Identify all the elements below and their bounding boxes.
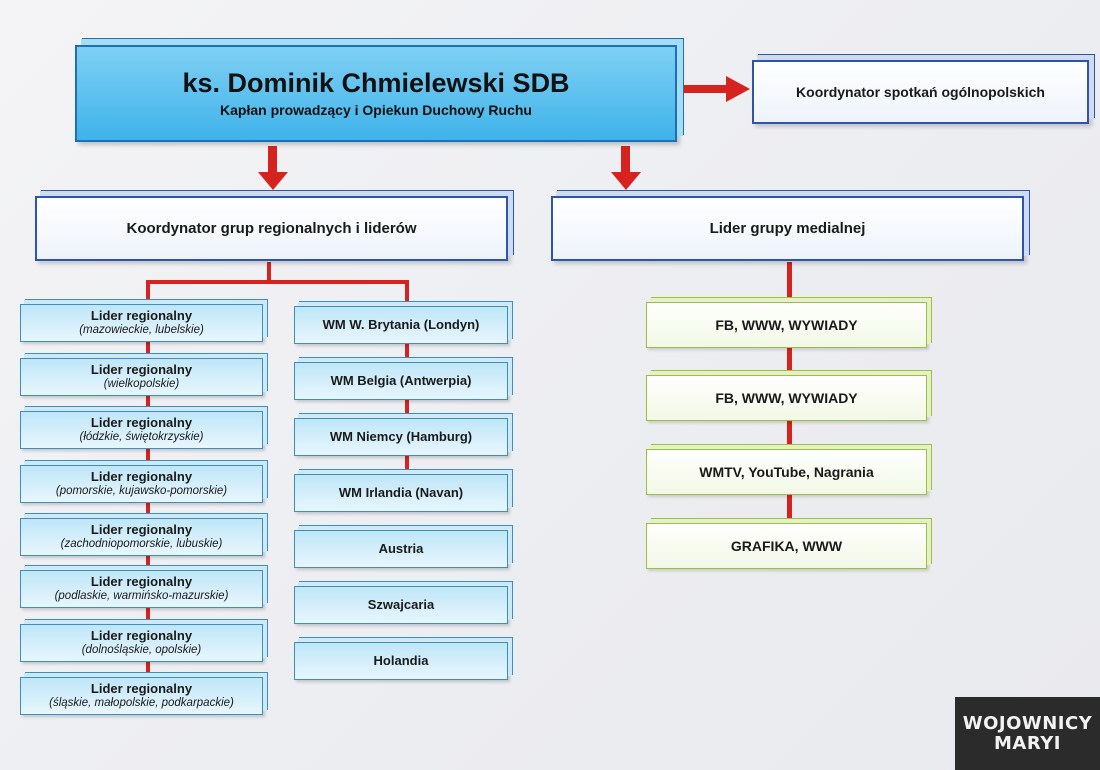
- media-group-box: FB, WWW, WYWIADY: [646, 302, 927, 348]
- regional-leader-box: Lider regionalny (zachodniopomorskie, lu…: [20, 518, 263, 556]
- regional-leader-area: (pomorskie, kujawsko-pomorskie): [55, 484, 228, 497]
- regional-leader-title: Lider regionalny: [90, 414, 193, 430]
- regional-coordinator-box: Koordynator grup regionalnych i liderów: [35, 196, 508, 261]
- arrow-down-icon: [611, 172, 641, 190]
- abroad-group-box: WM Niemcy (Hamburg): [294, 418, 508, 456]
- regional-leader-title: Lider regionalny: [90, 627, 193, 643]
- abroad-group-label: Austria: [378, 540, 424, 556]
- regional-leader-title: Lider regionalny: [90, 468, 193, 484]
- regional-leader-area: (łódzkie, świętokrzyskie): [79, 430, 204, 443]
- abroad-group-box: Austria: [294, 530, 508, 568]
- regional-leader-area: (dolnośląskie, opolskie): [81, 643, 202, 656]
- media-group-box: GRAFIKA, WWW: [646, 523, 927, 569]
- national-coordinator-label: Koordynator spotkań ogólnopolskich: [796, 84, 1045, 100]
- abroad-group-label: WM W. Brytania (Londyn): [322, 316, 480, 332]
- regional-leader-box: Lider regionalny (pomorskie, kujawsko-po…: [20, 465, 263, 503]
- abroad-group-box: WM Belgia (Antwerpia): [294, 362, 508, 400]
- media-group-box: FB, WWW, WYWIADY: [646, 375, 927, 421]
- media-group-label: WMTV, YouTube, Nagrania: [699, 464, 874, 480]
- regional-leader-area: (podlaskie, warmińsko-mazurskie): [54, 589, 229, 602]
- media-group-label: GRAFIKA, WWW: [730, 538, 843, 554]
- regional-leader-title: Lider regionalny: [90, 307, 193, 323]
- regional-leader-title: Lider regionalny: [90, 521, 193, 537]
- abroad-group-label: Holandia: [373, 652, 429, 668]
- abroad-group-box: WM Irlandia (Navan): [294, 474, 508, 512]
- regional-leader-box: Lider regionalny (dolnośląskie, opolskie…: [20, 624, 263, 662]
- connector-top-to-media: [621, 146, 630, 174]
- regional-leader-title: Lider regionalny: [90, 361, 193, 377]
- regional-leader-box: Lider regionalny (podlaskie, warmińsko-m…: [20, 570, 263, 608]
- connector-regional-bar: [146, 280, 409, 284]
- abroad-group-box: Szwajcaria: [294, 586, 508, 624]
- regional-leader-box: Lider regionalny (śląskie, małopolskie, …: [20, 677, 263, 715]
- top-leader-name: ks. Dominik Chmielewski SDB: [182, 67, 570, 98]
- abroad-group-label: WM Irlandia (Navan): [338, 484, 464, 500]
- abroad-group-label: Szwajcaria: [367, 596, 435, 612]
- media-leader-label: Lider grupy medialnej: [709, 220, 866, 237]
- regional-leader-area: (wielkopolskie): [103, 377, 180, 390]
- media-leader-box: Lider grupy medialnej: [551, 196, 1024, 261]
- regional-leader-box: Lider regionalny (wielkopolskie): [20, 358, 263, 396]
- abroad-group-box: WM W. Brytania (Londyn): [294, 306, 508, 344]
- media-group-label: FB, WWW, WYWIADY: [715, 317, 858, 333]
- regional-leader-title: Lider regionalny: [90, 573, 193, 589]
- regional-leader-area: (zachodniopomorskie, lubuskie): [60, 537, 223, 550]
- top-leader-box: ks. Dominik Chmielewski SDB Kapłan prowa…: [75, 45, 677, 142]
- arrow-down-icon: [258, 172, 288, 190]
- regional-leader-area: (mazowieckie, lubelskie): [79, 323, 204, 336]
- logo-line-2: MARYI: [994, 732, 1061, 754]
- regional-leader-box: Lider regionalny (mazowieckie, lubelskie…: [20, 304, 263, 342]
- regional-leader-box: Lider regionalny (łódzkie, świętokrzyski…: [20, 411, 263, 449]
- logo-line-1: WOJOWNICY: [962, 712, 1093, 734]
- wojownicy-maryi-logo: WOJOWNICY MARYI: [955, 697, 1100, 770]
- regional-leader-title: Lider regionalny: [90, 680, 193, 696]
- abroad-group-box: Holandia: [294, 642, 508, 680]
- media-group-label: FB, WWW, WYWIADY: [715, 390, 858, 406]
- top-leader-role: Kapłan prowadzący i Opiekun Duchowy Ruch…: [220, 102, 532, 119]
- connector-top-to-regional: [268, 146, 277, 174]
- regional-leader-area: (śląskie, małopolskie, podkarpackie): [49, 696, 234, 709]
- media-group-box: WMTV, YouTube, Nagrania: [646, 449, 927, 495]
- regional-coordinator-label: Koordynator grup regionalnych i liderów: [126, 220, 417, 237]
- arrow-right-icon: [726, 76, 750, 102]
- connector-top-to-national: [682, 85, 730, 93]
- abroad-group-label: WM Belgia (Antwerpia): [330, 372, 472, 388]
- connector-regional-stem: [267, 262, 271, 282]
- abroad-group-label: WM Niemcy (Hamburg): [329, 428, 473, 444]
- national-coordinator-box: Koordynator spotkań ogólnopolskich: [752, 60, 1089, 124]
